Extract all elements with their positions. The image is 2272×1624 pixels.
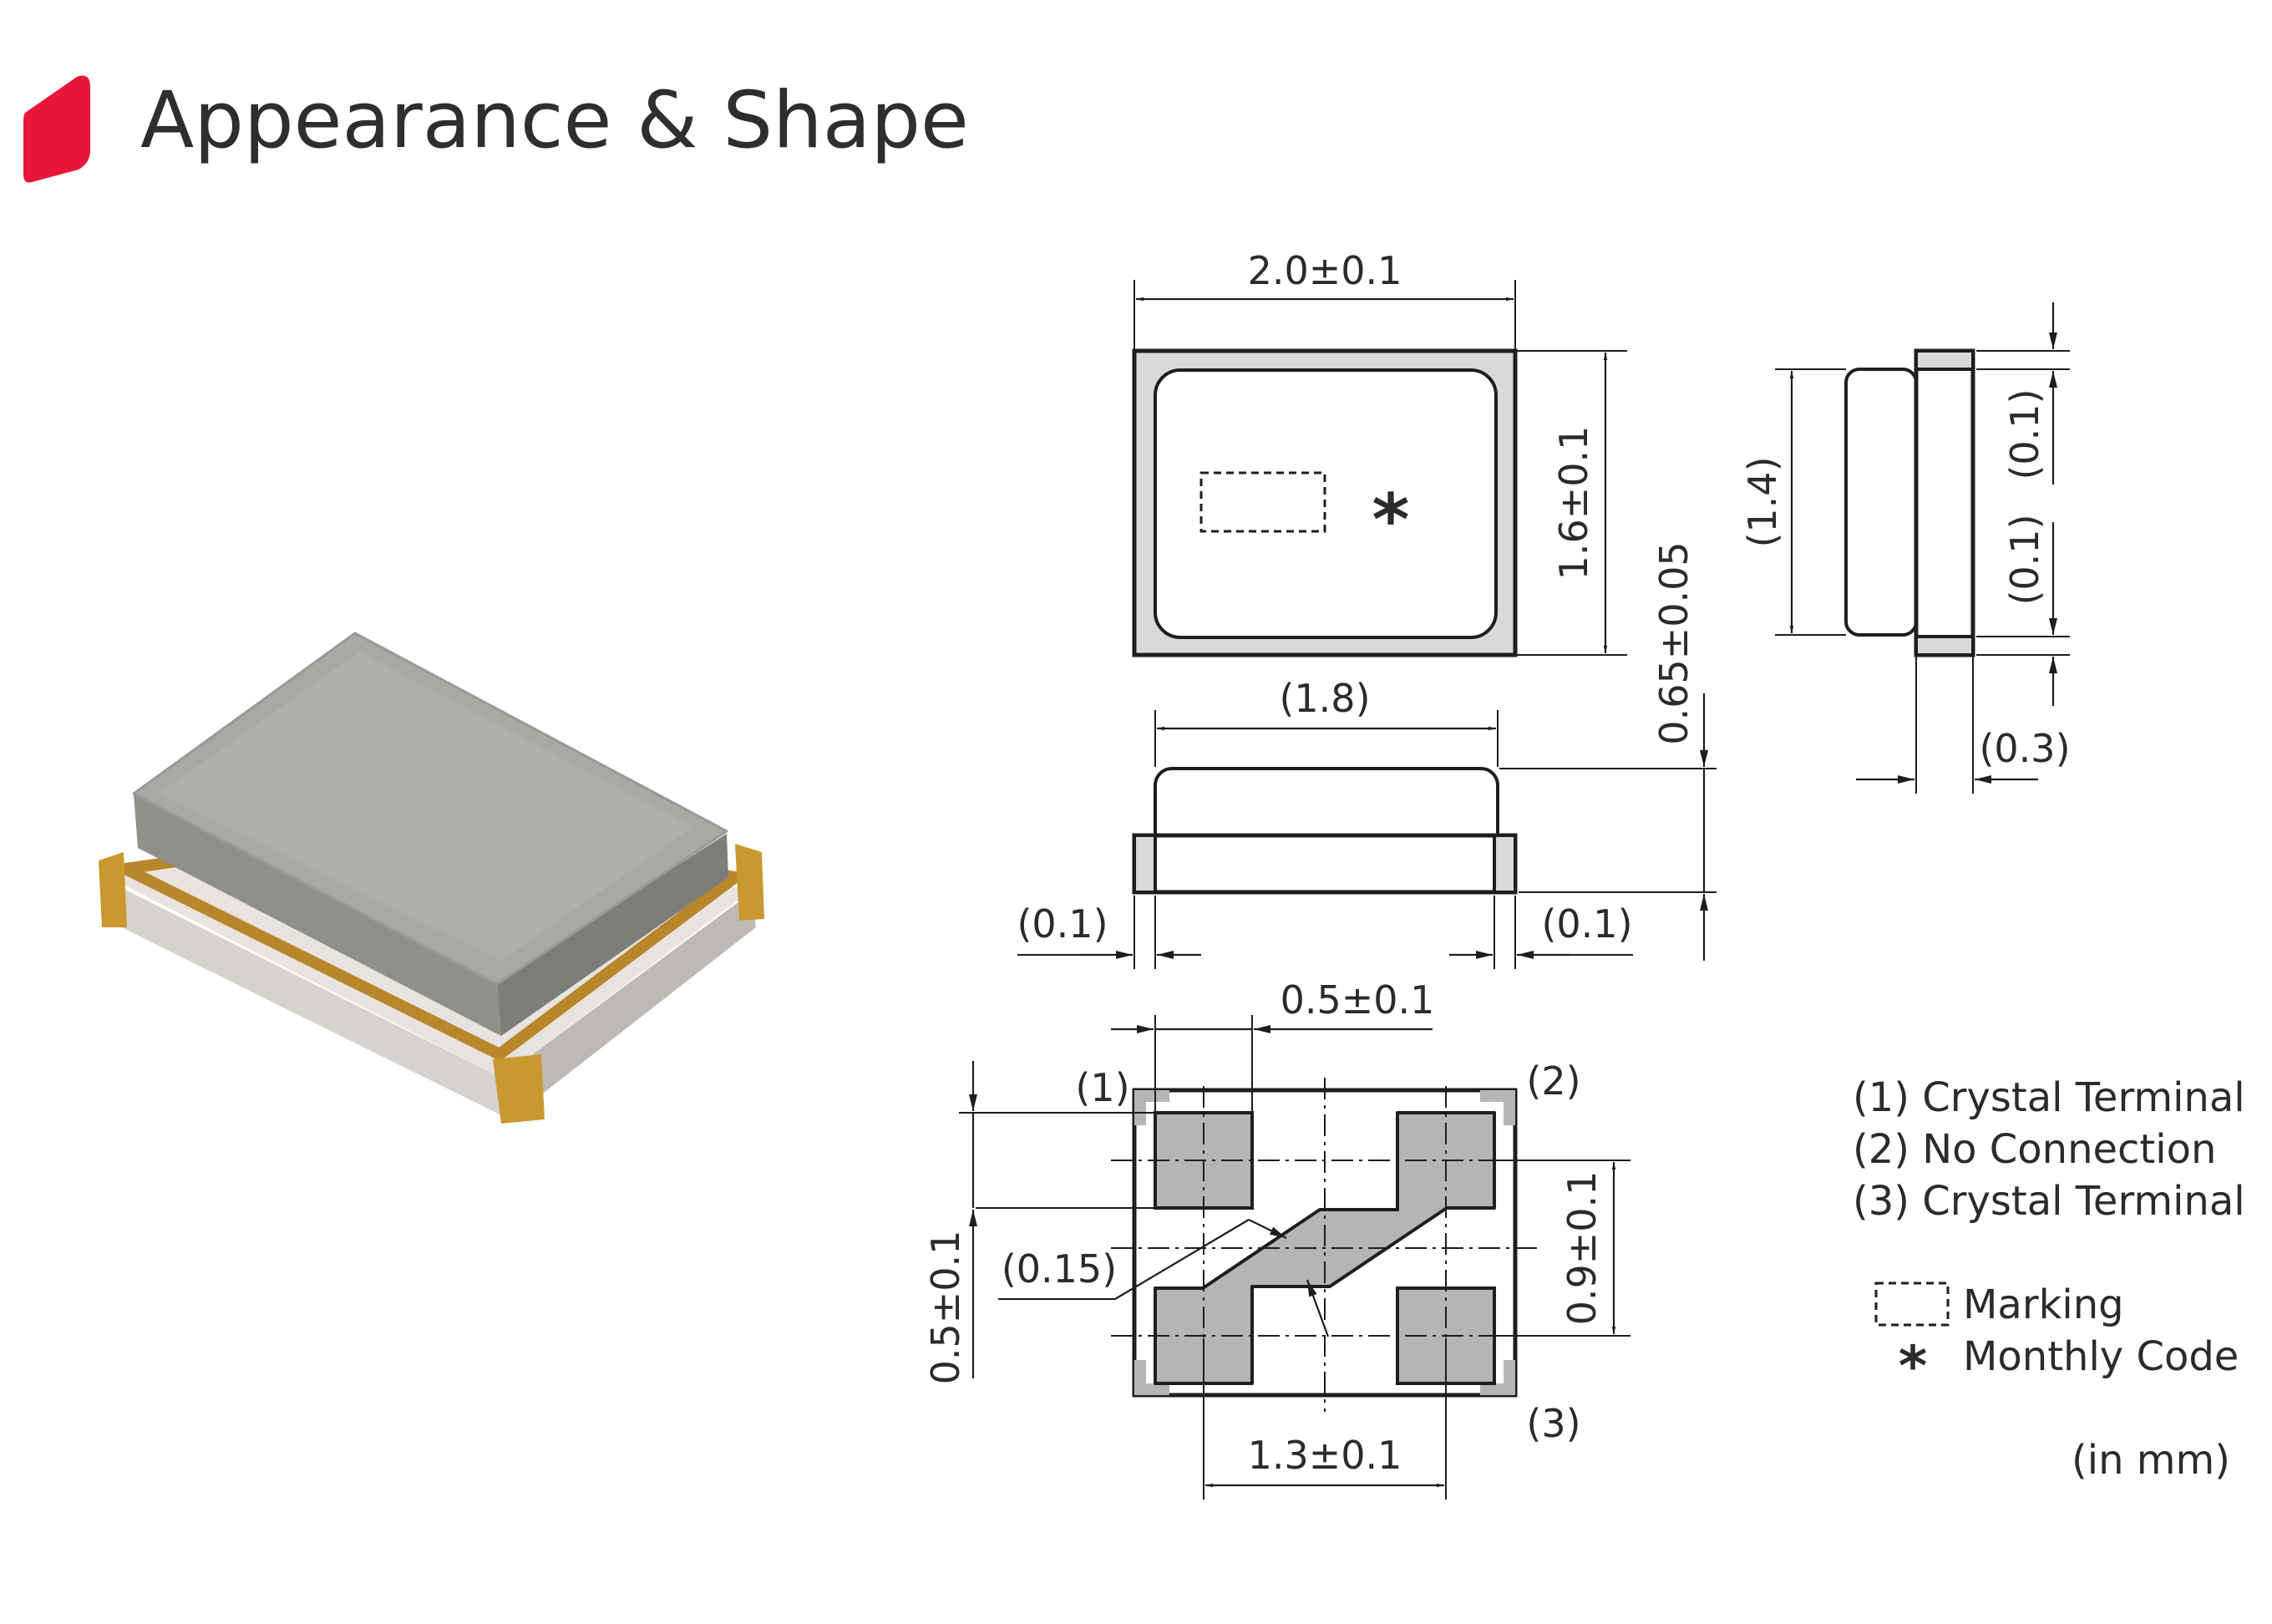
lid-highlight [159, 652, 693, 961]
monthly-code-mark: * [1372, 479, 1410, 562]
lid-side-face [134, 794, 501, 1036]
top-view: * 2.0±0.1 1.6±0.1 [1132, 248, 1627, 657]
front-view-base [1132, 833, 1518, 895]
corner-pad-br [1480, 1360, 1515, 1395]
trace-width-leader [1114, 1219, 1250, 1300]
base-side-face [501, 892, 756, 1119]
pad-height-label: 0.5±0.1 [923, 1231, 968, 1385]
side-view-pad-bottom [1914, 635, 1975, 657]
front-view-pad-left [1133, 834, 1157, 894]
right-offset-label: (0.1) [1541, 901, 1632, 946]
pad-width-label: 0.5±0.1 [1281, 977, 1435, 1023]
front-view: (1.8) 0.65±0.05 (0.1) (0.1) [1017, 541, 1717, 969]
width-dimension-label: 2.0±0.1 [1248, 248, 1402, 293]
front-view-pad-right [1493, 834, 1517, 894]
gold-terminal-right [735, 844, 764, 921]
thickness-label: (0.3) [1979, 726, 2070, 771]
accent-mark-icon [23, 75, 90, 183]
pin-3-label: (3) [1526, 1401, 1580, 1446]
bottom-view: 0.5±0.1 0.5±0.1 0.9±0.1 1.3±0.1 (0.15) (… [923, 977, 1630, 1500]
corner-pad-tl [1134, 1090, 1169, 1125]
component-photo [99, 632, 764, 1124]
trace-width-label: (0.15) [1002, 1246, 1117, 1292]
legend-item-2: (2) No Connection [1853, 1126, 2216, 1173]
trace-width-arrow-lower [1306, 1279, 1330, 1337]
gold-terminal-front [493, 1054, 545, 1124]
base-front-face [109, 881, 510, 1119]
legend-item-3: (3) Crystal Terminal [1853, 1178, 2245, 1225]
marking-legend-box [1874, 1281, 1950, 1327]
pin-1-label: (1) [1075, 1065, 1129, 1110]
side-height-label: (1.4) [1740, 456, 1785, 547]
top-gap-label: (0.1) [2002, 388, 2047, 480]
gold-terminal-left [99, 852, 127, 927]
bottom-gap-label: (0.1) [2002, 514, 2047, 605]
legend: (1) Crystal Terminal (2) No Connection (… [1853, 1074, 2245, 1484]
corner-pad-tr [1480, 1090, 1515, 1125]
height-dimension-label: 1.6±0.1 [1551, 426, 1596, 581]
total-height-label: 0.65±0.05 [1651, 541, 1696, 744]
lid-width-label: (1.8) [1279, 676, 1370, 721]
units-note: (in mm) [2072, 1437, 2230, 1484]
legend-item-1: (1) Crystal Terminal [1853, 1074, 2245, 1121]
side-view-right: (1.4) (0.1) (0.1) (0.3) [1740, 302, 2071, 794]
pin-2-label: (2) [1526, 1058, 1580, 1104]
side-view-pad-top [1914, 349, 1975, 371]
page-title: Appearance & Shape [140, 75, 969, 166]
side-view-lid [1844, 368, 1918, 637]
side-view-base [1914, 348, 1975, 657]
pad-spacing-v-label: 0.9±0.1 [1559, 1171, 1605, 1326]
corner-pad-bl [1134, 1360, 1169, 1395]
marking-area-box [1199, 471, 1326, 533]
legend-monthly-code-symbol: * [1899, 1334, 1928, 1398]
legend-marking: Marking [1963, 1281, 2124, 1328]
header: Appearance & Shape [23, 75, 969, 183]
left-offset-label: (0.1) [1017, 901, 1108, 946]
lid-right-face [497, 834, 728, 1036]
legend-monthly-code: Monthly Code [1963, 1333, 2239, 1380]
pad-spacing-h-label: 1.3±0.1 [1248, 1433, 1402, 1478]
trace-width-arrow-upper [1248, 1219, 1287, 1239]
